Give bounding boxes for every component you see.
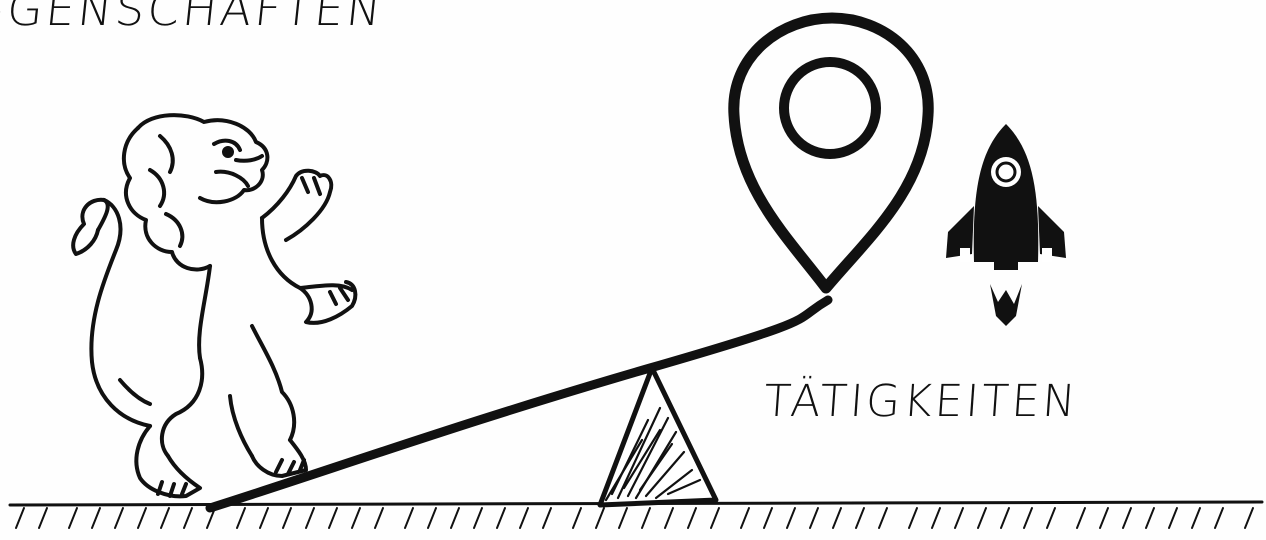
ground-hatch-mark bbox=[642, 508, 650, 528]
ground-hatch-mark bbox=[688, 508, 696, 528]
ground-hatch-mark bbox=[856, 508, 864, 528]
ground-hatch-mark bbox=[879, 508, 887, 528]
ground-hatch-mark bbox=[520, 508, 528, 528]
ground-hatch-mark bbox=[955, 508, 963, 528]
ground-hatch-mark bbox=[497, 508, 505, 528]
ground-hatch-mark bbox=[619, 508, 627, 528]
ground-hatch-mark bbox=[283, 508, 291, 528]
ground-hatch-mark bbox=[1001, 508, 1009, 528]
ground-hatch-mark bbox=[1077, 508, 1085, 528]
ground-hatch-mark bbox=[909, 508, 917, 528]
ground-hatch-mark bbox=[764, 508, 772, 528]
ground-hatch-mark bbox=[375, 508, 383, 528]
ground-hatch-mark bbox=[833, 508, 841, 528]
ground-hatch-mark bbox=[543, 508, 551, 528]
ground-hatch-mark bbox=[810, 508, 818, 528]
ground-hatch-mark bbox=[306, 508, 314, 528]
ground-hatch-mark bbox=[1146, 508, 1154, 528]
ground-hatch-mark bbox=[161, 508, 169, 528]
ground-hatch-mark bbox=[237, 508, 245, 528]
rocket-icon bbox=[946, 124, 1066, 326]
ground-hatch-mark bbox=[1047, 508, 1055, 528]
ground-hatch-mark bbox=[451, 508, 459, 528]
ground-hatch-mark bbox=[92, 508, 100, 528]
ground-hatch-mark bbox=[1192, 508, 1200, 528]
ground-hatch-mark bbox=[787, 508, 795, 528]
ground-hatch-mark bbox=[1123, 508, 1131, 528]
ground-hatch-mark bbox=[474, 508, 482, 528]
ground-hatch-mark bbox=[260, 508, 268, 528]
ground-hatch-mark bbox=[69, 508, 77, 528]
ground-hatch-mark bbox=[1245, 508, 1253, 528]
ground-hatch-mark bbox=[39, 508, 47, 528]
ground-hatch-mark bbox=[1024, 508, 1032, 528]
ground-hatch-mark bbox=[16, 508, 24, 528]
ground-hatch-mark bbox=[932, 508, 940, 528]
ground-hatch-mark bbox=[184, 508, 192, 528]
ground-hatch-mark bbox=[978, 508, 986, 528]
ground-hatch-mark bbox=[1100, 508, 1108, 528]
ground-hatch-mark bbox=[711, 508, 719, 528]
ground-hatch-mark bbox=[741, 508, 749, 528]
ground-hatch-mark bbox=[596, 508, 604, 528]
ground-hatch-mark bbox=[1215, 508, 1223, 528]
seesaw-icon bbox=[210, 300, 828, 508]
ground-hatch-mark bbox=[1169, 508, 1177, 528]
ground-hatch-mark bbox=[329, 508, 337, 528]
ground-hatch-mark bbox=[405, 508, 413, 528]
ground-hatch-mark bbox=[573, 508, 581, 528]
ground-hatch-mark bbox=[115, 508, 123, 528]
ground-hatch-mark bbox=[352, 508, 360, 528]
location-pin-icon bbox=[734, 18, 928, 288]
ground-hatch-mark bbox=[665, 508, 673, 528]
ground-hatch-mark bbox=[428, 508, 436, 528]
lion-icon bbox=[73, 115, 355, 496]
ground-hatch-mark bbox=[138, 508, 146, 528]
